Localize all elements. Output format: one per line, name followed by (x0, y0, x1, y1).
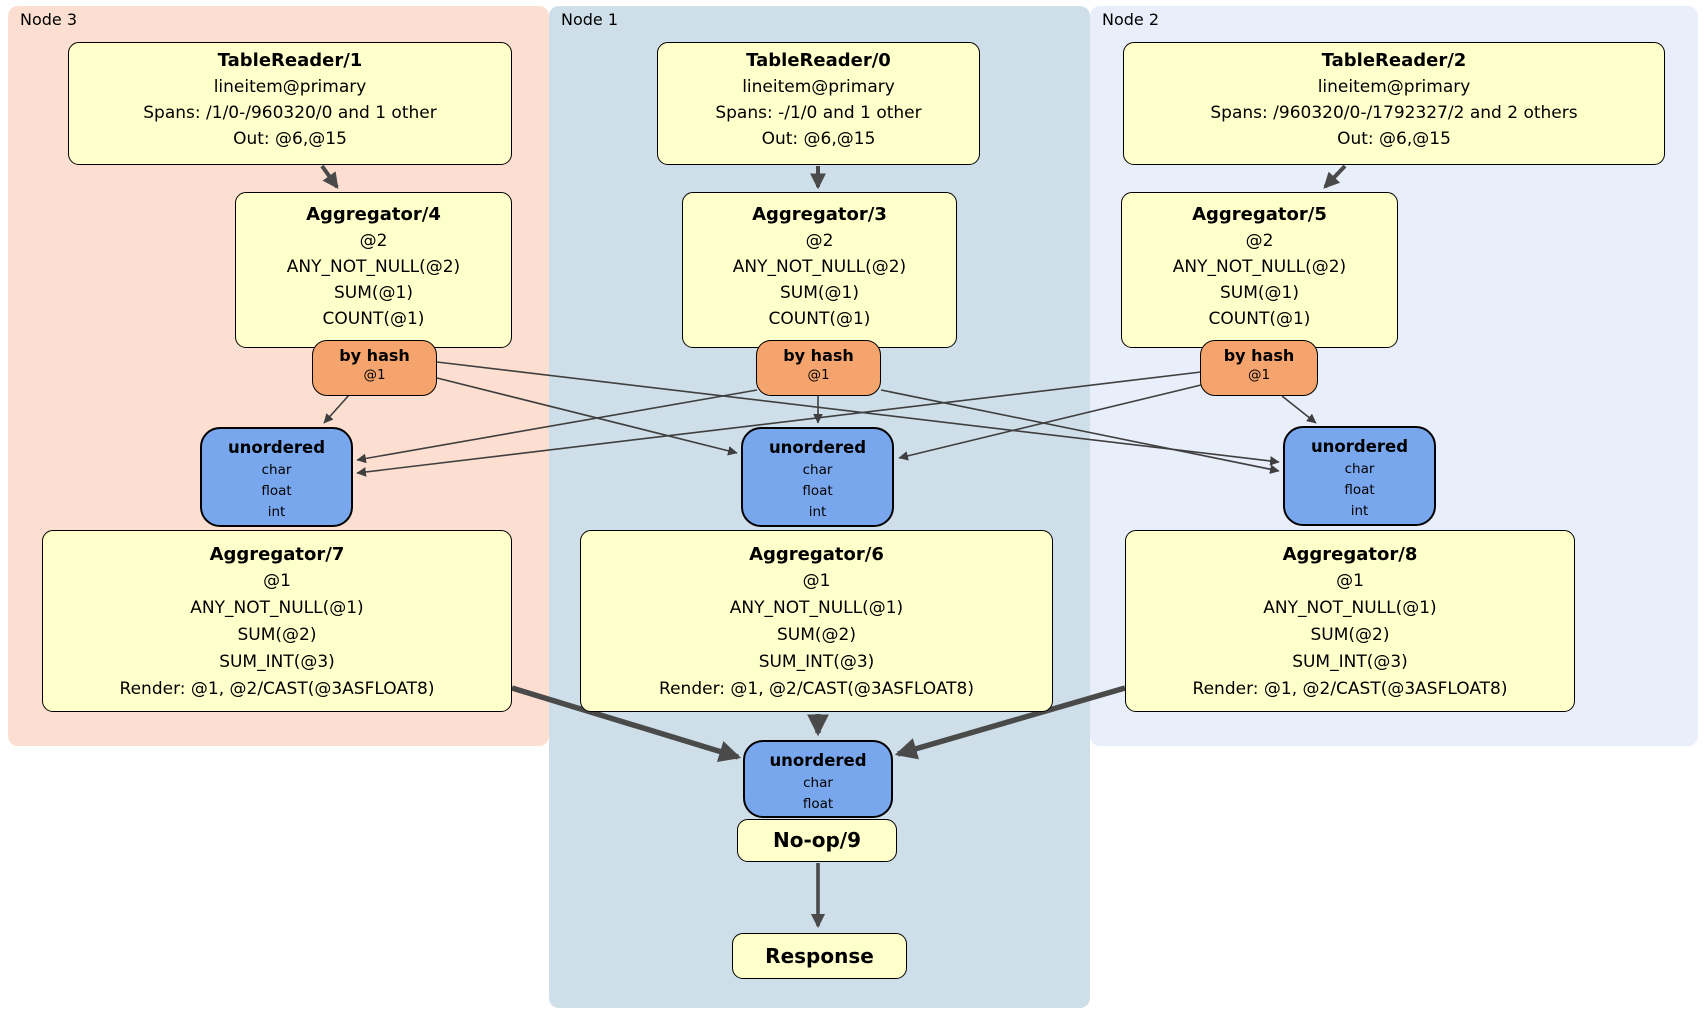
aggregator-8-box: Aggregator/8 @1 ANY_NOT_NULL(@1) SUM(@2)… (1125, 530, 1575, 712)
node3-panel-label: Node 3 (20, 10, 78, 29)
node1-panel-label: Node 1 (561, 10, 619, 29)
noop-9-box: No-op/9 (737, 819, 897, 862)
hash-router-node3: by hash @1 (312, 340, 437, 396)
box-title: Aggregator/6 (749, 544, 884, 565)
unordered-sync-final: unordered char float (743, 740, 893, 818)
box-title: No-op/9 (772, 828, 862, 852)
aggregator-3-box: Aggregator/3 @2 ANY_NOT_NULL(@2) SUM(@1)… (682, 192, 957, 348)
aggregator-6-box: Aggregator/6 @1 ANY_NOT_NULL(@1) SUM(@2)… (580, 530, 1053, 712)
unordered-sync-node3: unordered char float int (200, 427, 353, 527)
aggregator-4-box: Aggregator/4 @2 ANY_NOT_NULL(@2) SUM(@1)… (235, 192, 512, 348)
node2-panel-label: Node 2 (1102, 10, 1160, 29)
box-title: Aggregator/7 (209, 544, 345, 565)
tablereader-1-box: TableReader/1 lineitem@primary Spans: /1… (68, 42, 512, 165)
box-title: Aggregator/4 (306, 204, 441, 225)
aggregator-5-box: Aggregator/5 @2 ANY_NOT_NULL(@2) SUM(@1)… (1121, 192, 1398, 348)
box-title: Aggregator/3 (752, 204, 887, 225)
unordered-sync-node1: unordered char float int (741, 427, 894, 527)
box-title: Aggregator/5 (1192, 204, 1327, 225)
box-title: TableReader/2 (1321, 50, 1467, 71)
tablereader-0-box: TableReader/0 lineitem@primary Spans: -/… (657, 42, 980, 165)
tablereader-2-box: TableReader/2 lineitem@primary Spans: /9… (1123, 42, 1665, 165)
unordered-sync-node2: unordered char float int (1283, 426, 1436, 526)
box-title: TableReader/1 (217, 50, 363, 71)
box-title: TableReader/0 (746, 50, 891, 71)
hash-router-node1: by hash @1 (756, 340, 881, 396)
box-title: Response (765, 944, 874, 968)
aggregator-7-box: Aggregator/7 @1 ANY_NOT_NULL(@1) SUM(@2)… (42, 530, 512, 712)
box-title: Aggregator/8 (1282, 544, 1418, 565)
hash-router-node2: by hash @1 (1200, 340, 1318, 396)
response-box: Response (732, 933, 907, 979)
